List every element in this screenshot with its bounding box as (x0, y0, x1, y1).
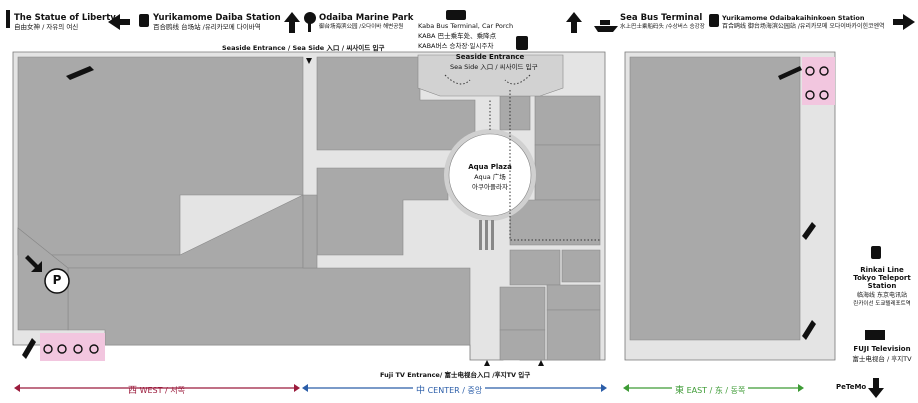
sea-bus-label: Sea Bus Terminal 水上巴士乘船码头 /수상버스 승강장 (620, 13, 705, 30)
aqua-plaza-label: Aqua Plaza Aqua 广场 아쿠아플라자 (468, 163, 512, 191)
kaba-bus-label: Kaba Bus Terminal, Car Porch KABA 巴士乘车处、… (418, 22, 514, 50)
seaside-entrance-top: Seaside Entrance / Sea Side 入口 / 씨사이드 입구 (222, 44, 385, 52)
petemo-label: PeTeMo (836, 383, 867, 391)
kaihin-station-label: Yurikamome Odaibakaihinkoen Station 百合鸥线… (722, 14, 885, 30)
seaside-entrance-label: Seaside Entrance Sea Side 入口 / 씨사이드 입구 (450, 53, 538, 71)
parking-icon: P (52, 273, 62, 287)
marine-park-label: Odaiba Marine Park 御台场海滨公园 /오다이바 해변공원 (319, 13, 414, 30)
statue-label: The Statue of Liberty 自由女神 / 자유의 여신 (14, 13, 116, 31)
daiba-station-label: Yurikamome Daiba Station 百合鸥线 台场站 /유리카모메… (153, 13, 281, 31)
fuji-tv-label: FUJI Television 富士电视台 / 후지TV (852, 345, 912, 363)
legend-east: 東 EAST / 东 / 동쪽 (672, 383, 749, 396)
legend-west: 西 WEST / 서쪽 (128, 386, 186, 396)
fuji-entrance-label: Fuji TV Entrance/ 富士电视台入口 /후지TV 입구 (380, 371, 531, 379)
rinkai-station-label: Rinkai Line Tokyo Teleport Station 临海线 东… (853, 266, 911, 307)
legend-center: 中 CENTER / 중앙 (413, 383, 486, 396)
